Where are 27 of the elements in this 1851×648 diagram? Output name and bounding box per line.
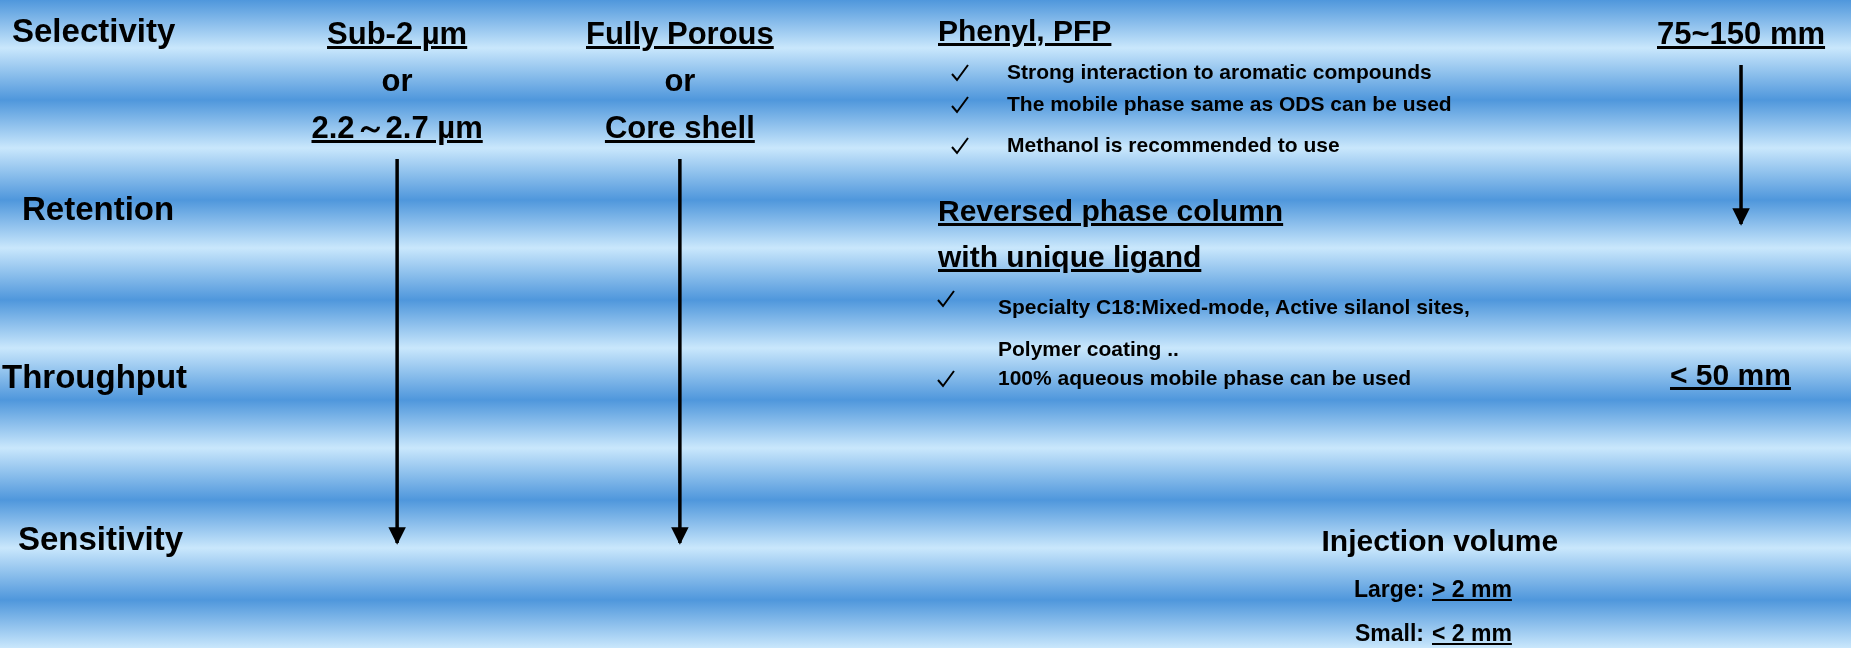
size-label: Small: xyxy=(1355,620,1425,647)
row-heading: Retention xyxy=(22,190,175,228)
bullet-text: 100% aqueous mobile phase can be used xyxy=(998,366,1412,390)
bullet-text: Specialty C18:Mixed-mode, Active silanol sites, Polymer coating .. xyxy=(998,294,1471,362)
size-label: Large: xyxy=(1354,576,1425,603)
bullet-text: The mobile phase same as ODS can be used xyxy=(1007,92,1452,116)
bullet-text: Strong interaction to aromatic compounds xyxy=(1007,60,1432,84)
down-arrow xyxy=(671,159,689,545)
size-value: > 2 mm xyxy=(1432,576,1512,603)
row-heading: Selectivity xyxy=(12,12,176,50)
down-arrow xyxy=(1732,65,1750,226)
bullet-text: Methanol is recommended to use xyxy=(1007,133,1340,157)
heading-text: 75~150 mm xyxy=(1657,15,1826,53)
heading-text: 2.2～2.7 µm xyxy=(311,109,483,147)
down-arrow xyxy=(388,159,406,545)
connector-word: or xyxy=(380,62,414,100)
row-heading: Throughput xyxy=(2,358,188,396)
heading-text: Sub-2 µm xyxy=(326,15,469,53)
section-heading: Injection volume xyxy=(1321,524,1559,558)
heading-text: Core shell xyxy=(603,109,756,147)
section-heading: Reversed phase column with unique ligand xyxy=(938,193,1285,275)
length-value: < 50 mm xyxy=(1670,358,1791,392)
section-heading: Phenyl, PFP xyxy=(938,14,1112,48)
row-heading: Sensitivity xyxy=(18,520,184,558)
heading-text: Fully Porous xyxy=(586,15,774,53)
size-value: < 2 mm xyxy=(1432,620,1512,647)
connector-word: or xyxy=(663,62,697,100)
